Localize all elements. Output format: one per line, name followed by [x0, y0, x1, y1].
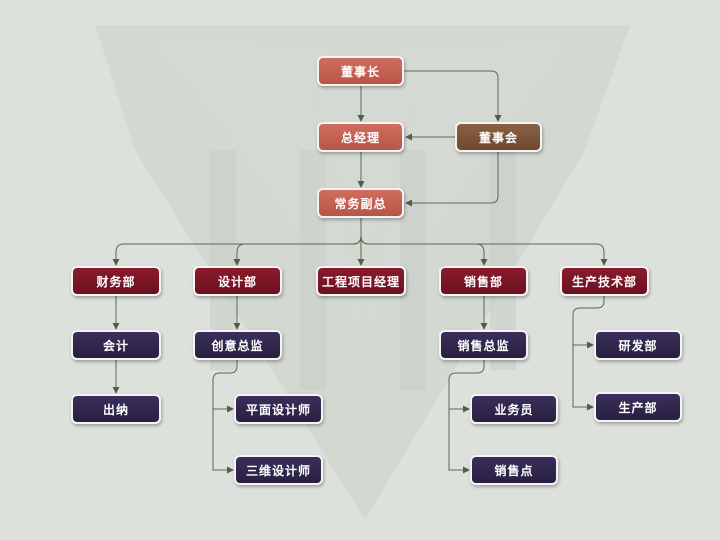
- node-chairman[interactable]: 董事长: [317, 56, 404, 86]
- node-tech-dept[interactable]: 生产技术部: [560, 266, 649, 296]
- node-graphic-designer[interactable]: 平面设计师: [234, 394, 323, 424]
- node-general-manager[interactable]: 总经理: [317, 122, 404, 152]
- node-sales-outlet[interactable]: 销售点: [470, 455, 558, 485]
- node-sales-dept[interactable]: 销售部: [439, 266, 528, 296]
- node-design-dept[interactable]: 设计部: [193, 266, 282, 296]
- node-salesperson[interactable]: 业务员: [470, 394, 558, 424]
- node-project-manager[interactable]: 工程项目经理: [316, 266, 406, 296]
- node-cashier[interactable]: 出纳: [71, 394, 161, 424]
- node-3d-designer[interactable]: 三维设计师: [234, 455, 323, 485]
- node-board[interactable]: 董事会: [455, 122, 542, 152]
- node-sales-director[interactable]: 销售总监: [439, 330, 528, 360]
- node-finance-dept[interactable]: 财务部: [71, 266, 161, 296]
- node-executive-vp[interactable]: 常务副总: [317, 188, 404, 218]
- node-rnd-dept[interactable]: 研发部: [594, 330, 682, 360]
- node-accountant[interactable]: 会计: [71, 330, 161, 360]
- node-creative-director[interactable]: 创意总监: [193, 330, 282, 360]
- node-production-dept[interactable]: 生产部: [594, 392, 682, 422]
